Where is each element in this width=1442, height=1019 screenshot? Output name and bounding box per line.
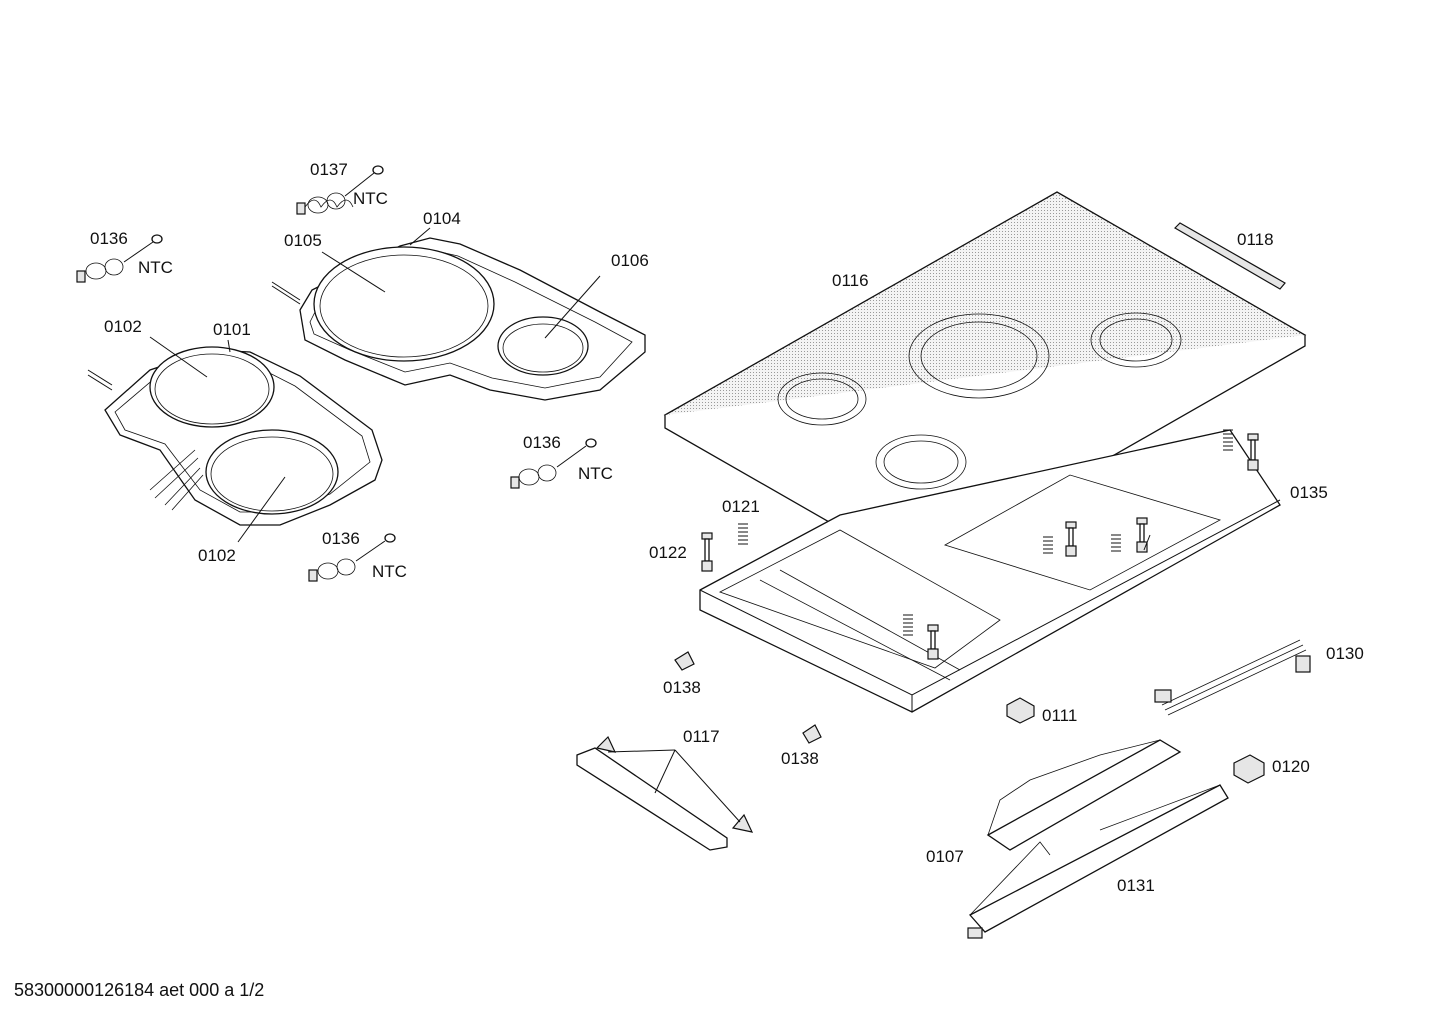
hotplate-0102-upper bbox=[149, 346, 275, 428]
document-id-footer: 58300000126184 aet 000 a 1/2 bbox=[14, 980, 265, 1000]
label-0131: 0131 bbox=[1117, 876, 1155, 895]
spacer-right bbox=[1247, 433, 1259, 471]
spring-0121 bbox=[738, 523, 748, 545]
clip-0138-right bbox=[802, 724, 822, 744]
leader-lines bbox=[149, 227, 1151, 823]
ntc-sensor-0136-top-left bbox=[76, 234, 163, 283]
control-board-0107 bbox=[986, 739, 1182, 851]
spring-center bbox=[903, 534, 1121, 636]
housing-frame-0135 bbox=[699, 429, 1281, 713]
label-0102-lower: 0102 bbox=[198, 546, 236, 565]
label-0138-right: 0138 bbox=[781, 749, 819, 768]
label-ntc-0137: NTC bbox=[353, 189, 388, 208]
label-0118: 0118 bbox=[1237, 230, 1274, 249]
label-0138-left: 0138 bbox=[663, 678, 701, 697]
label-0122: 0122 bbox=[649, 543, 687, 562]
label-0107: 0107 bbox=[926, 847, 964, 866]
label-0136-top: 0136 bbox=[90, 229, 128, 248]
ntc-sensor-0137 bbox=[296, 165, 384, 215]
label-0101: 0101 bbox=[213, 320, 251, 339]
label-0117: 0117 bbox=[683, 727, 720, 746]
connector-0120 bbox=[1233, 754, 1265, 784]
relay-0111 bbox=[1006, 697, 1035, 724]
label-0104: 0104 bbox=[423, 209, 461, 228]
spacer-0122 bbox=[701, 532, 713, 572]
label-ntc-0136-middle: NTC bbox=[578, 464, 613, 483]
seal-strip-0118 bbox=[1174, 222, 1286, 290]
wiring-harness-0130 bbox=[1154, 639, 1311, 716]
label-0136-bottom: 0136 bbox=[322, 529, 360, 548]
ntc-sensor-0136-bottom bbox=[308, 533, 396, 582]
hotplate-0106 bbox=[497, 316, 589, 376]
label-0106: 0106 bbox=[611, 251, 649, 270]
ntc-sensor-0136-middle bbox=[510, 438, 597, 489]
label-0105: 0105 bbox=[284, 231, 322, 250]
mounting-bracket-0117 bbox=[576, 735, 754, 851]
clip-0138-left bbox=[674, 651, 695, 671]
spring-right bbox=[1223, 429, 1233, 451]
label-0120: 0120 bbox=[1272, 757, 1310, 776]
spacer-center bbox=[927, 517, 1148, 660]
glass-ceramic-hob-0116 bbox=[663, 191, 1307, 571]
label-0135: 0135 bbox=[1290, 483, 1328, 502]
hotplate-0102-lower bbox=[205, 429, 339, 515]
label-0111: 0111 bbox=[1042, 706, 1077, 725]
label-0136-middle: 0136 bbox=[523, 433, 561, 452]
label-0102-upper: 0102 bbox=[104, 317, 142, 336]
component-tray-0131 bbox=[967, 784, 1229, 939]
label-ntc-0136-top: NTC bbox=[138, 258, 173, 277]
label-0116: 0116 bbox=[832, 271, 869, 290]
label-0130: 0130 bbox=[1326, 644, 1364, 663]
label-ntc-0136-bottom: NTC bbox=[372, 562, 407, 581]
label-0137: 0137 bbox=[310, 160, 348, 179]
label-0121: 0121 bbox=[722, 497, 760, 516]
